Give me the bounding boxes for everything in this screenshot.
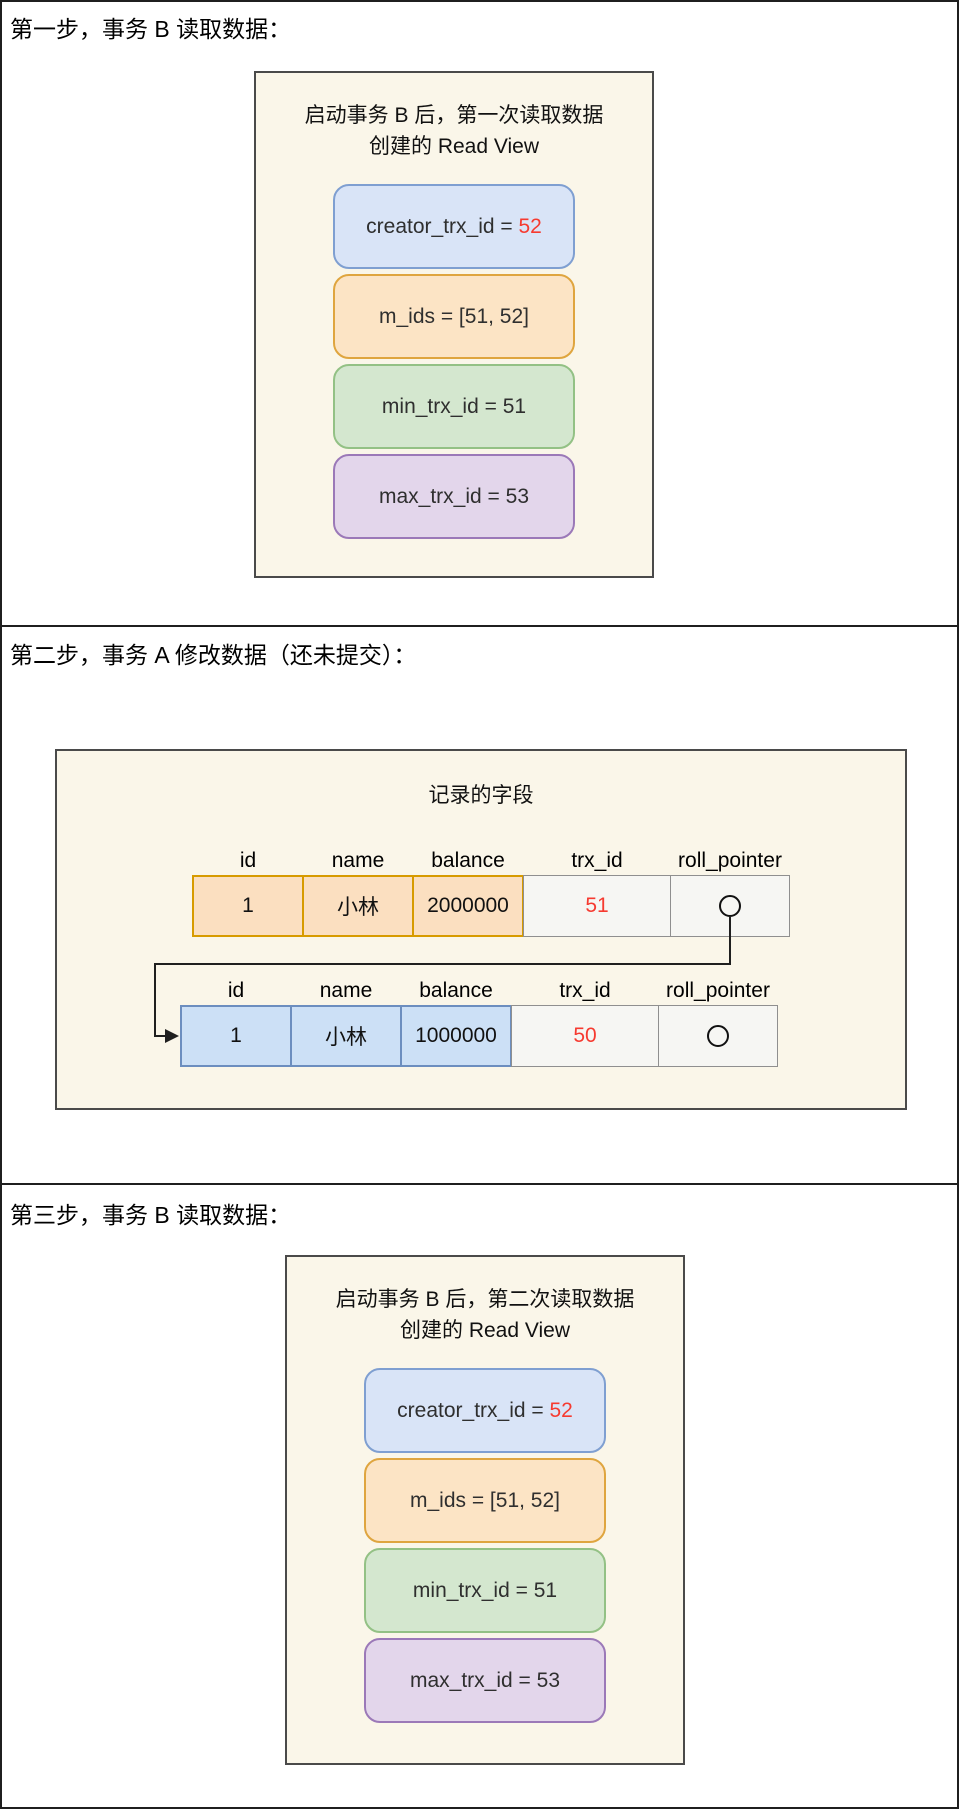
readview-heading: 启动事务 B 后，第二次读取数据 创建的 Read View: [287, 1284, 683, 1346]
record-panel-heading: 记录的字段: [428, 784, 534, 807]
col-header-balance: balance: [431, 849, 505, 872]
readview-fields: creator_trx_id = 52 m_ids = [51, 52] min…: [287, 1368, 683, 1728]
field-text: creator_trx_id =: [366, 214, 519, 238]
readview-fields: creator_trx_id = 52 m_ids = [51, 52] min…: [256, 184, 652, 544]
field-text: m_ids = [51, 52]: [409, 1488, 560, 1512]
readview-field-m-ids: m_ids = [51, 52]: [364, 1458, 606, 1543]
table-row: 1 小林 2000000 51: [192, 875, 790, 937]
field-text: m_ids = [51, 52]: [378, 304, 529, 328]
cell-trx-id: 51: [523, 875, 671, 937]
cell-trx-id: 50: [511, 1005, 659, 1067]
step2-title: 第二步，事务 A 修改数据（还未提交）：: [10, 642, 417, 668]
readview-field-max-trx-id: max_trx_id = 53: [333, 454, 575, 539]
record-version-1: id name balance trx_id roll_pointer 1 小林…: [192, 847, 790, 937]
col-header-trx-id: trx_id: [571, 849, 623, 872]
readview-field-min-trx-id: min_trx_id = 51: [333, 364, 575, 449]
field-text: min_trx_id = 51: [381, 394, 527, 418]
col-header-balance: balance: [419, 979, 493, 1002]
field-highlight: 52: [549, 1398, 573, 1422]
readview-heading: 启动事务 B 后，第一次读取数据 创建的 Read View: [256, 100, 652, 162]
readview-field-max-trx-id: max_trx_id = 53: [364, 1638, 606, 1723]
field-text: creator_trx_id =: [397, 1398, 550, 1422]
readview-field-creator-trx-id: creator_trx_id = 52: [333, 184, 575, 269]
col-header-name: name: [319, 979, 373, 1002]
cell-trx-id-value: 50: [573, 1024, 597, 1047]
step3-readview-panel: 启动事务 B 后，第二次读取数据 创建的 Read View creator_t…: [285, 1255, 685, 1765]
step3-title: 第三步，事务 B 读取数据：: [10, 1202, 292, 1228]
col-header-id: id: [239, 849, 257, 872]
cell-id: 1: [192, 875, 304, 937]
cell-name: 小林: [302, 875, 414, 937]
cell-name-value: 小林: [337, 896, 379, 919]
cell-balance-value: 1000000: [415, 1024, 497, 1047]
cell-balance: 2000000: [412, 875, 524, 937]
col-header-trx-id: trx_id: [559, 979, 611, 1002]
table-row: 1 小林 1000000 50: [180, 1005, 778, 1067]
cell-id-value: 1: [242, 894, 254, 917]
table-headers: id name balance trx_id roll_pointer: [180, 977, 778, 1005]
section-divider-2: [2, 1183, 957, 1185]
step1-readview-panel: 启动事务 B 后，第一次读取数据 创建的 Read View creator_t…: [254, 71, 654, 578]
readview-field-min-trx-id: min_trx_id = 51: [364, 1548, 606, 1633]
roll-pointer-circle-icon: [719, 895, 741, 917]
field-highlight: 52: [518, 214, 542, 238]
record-version-2: id name balance trx_id roll_pointer 1 小林…: [180, 977, 778, 1067]
readview-heading-line1: 启动事务 B 后，第一次读取数据: [304, 104, 604, 127]
roll-pointer-circle-icon: [707, 1025, 729, 1047]
step1-title: 第一步，事务 B 读取数据：: [10, 16, 292, 42]
readview-heading-line1: 启动事务 B 后，第二次读取数据: [335, 1288, 635, 1311]
readview-heading-line2: 创建的 Read View: [368, 135, 539, 158]
cell-id-value: 1: [230, 1024, 242, 1047]
readview-heading-line2: 创建的 Read View: [399, 1319, 570, 1342]
field-text: max_trx_id = 53: [410, 1668, 560, 1692]
col-header-name: name: [331, 849, 385, 872]
cell-roll-pointer: [658, 1005, 778, 1067]
cell-trx-id-value: 51: [585, 894, 609, 917]
table-headers: id name balance trx_id roll_pointer: [192, 847, 790, 875]
field-text: max_trx_id = 53: [379, 484, 529, 508]
col-header-id: id: [227, 979, 245, 1002]
readview-field-creator-trx-id: creator_trx_id = 52: [364, 1368, 606, 1453]
cell-balance: 1000000: [400, 1005, 512, 1067]
col-header-roll-pointer: roll_pointer: [666, 979, 770, 1002]
section-divider-1: [2, 625, 957, 627]
cell-name: 小林: [290, 1005, 402, 1067]
readview-field-m-ids: m_ids = [51, 52]: [333, 274, 575, 359]
record-fields-panel: 记录的字段 id name balance trx_id roll_pointe…: [55, 749, 907, 1110]
field-text: min_trx_id = 51: [412, 1578, 558, 1602]
cell-balance-value: 2000000: [427, 894, 509, 917]
cell-name-value: 小林: [325, 1026, 367, 1049]
col-header-roll-pointer: roll_pointer: [678, 849, 782, 872]
cell-id: 1: [180, 1005, 292, 1067]
cell-roll-pointer: [670, 875, 790, 937]
